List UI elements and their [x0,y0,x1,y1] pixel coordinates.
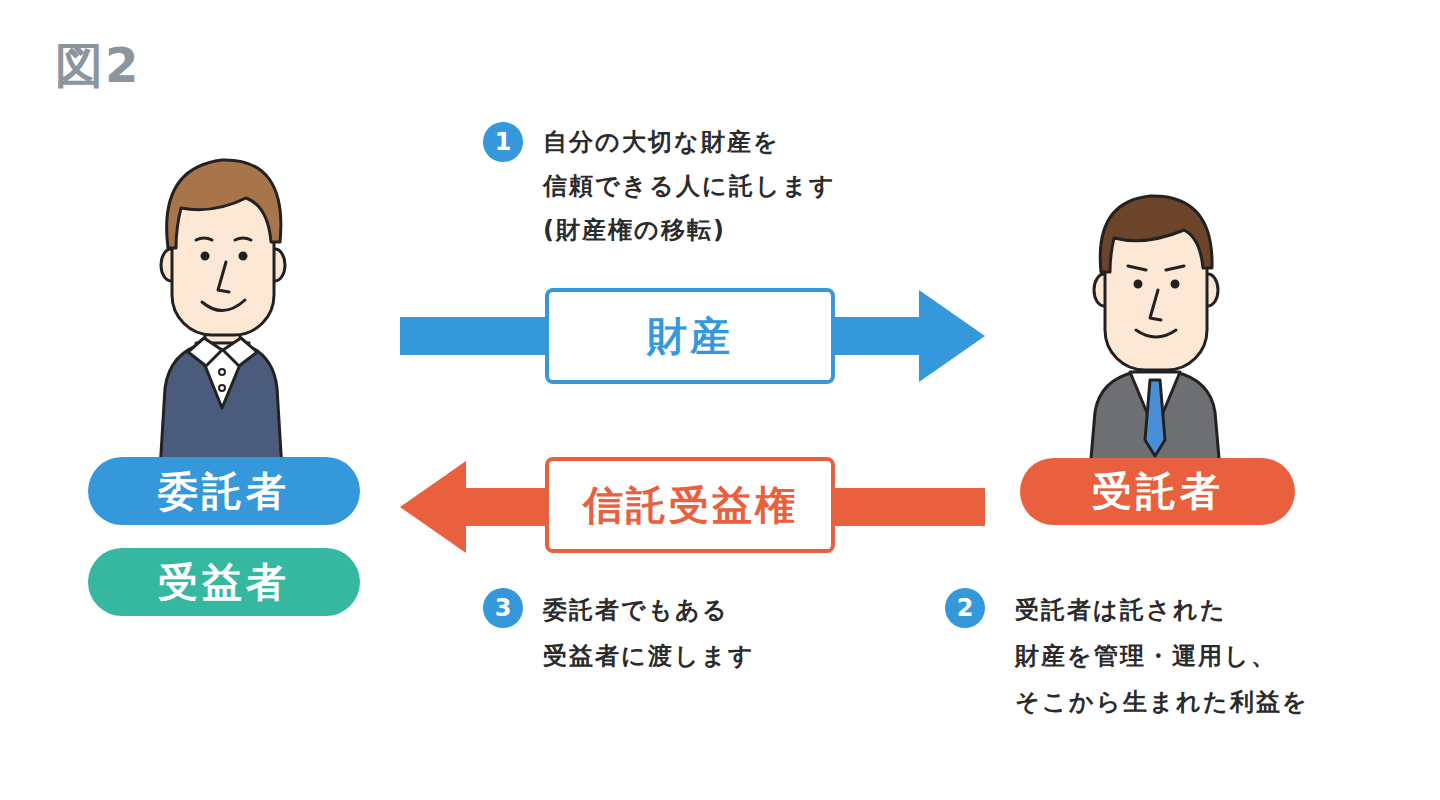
suit-body [1090,372,1220,470]
figure-title: 図2 [55,34,140,98]
vest-body [160,343,282,470]
nose [218,262,229,292]
flow-arrow [400,461,545,553]
hair [167,160,281,248]
tie [1145,380,1165,456]
eye [1172,281,1178,287]
eye [1135,281,1141,287]
eyebrow [1128,266,1146,270]
property-box: 財産 [545,288,835,384]
eyebrow [1166,266,1184,270]
callout-number: 3 [483,588,523,628]
eye [240,253,246,259]
node-text: 受益者 [158,555,290,610]
button [219,385,225,391]
beneficial-right-box: 信託受益権 [545,457,835,553]
mouth [1136,330,1176,337]
eyebrow [196,238,212,240]
callout-number: 1 [483,122,523,162]
arrow-shaft [835,488,985,526]
button [219,369,225,375]
beneficiary-pill: 受益者 [88,548,360,616]
callout-digit: 2 [957,594,974,622]
flow-arrow [835,290,985,382]
arrow-shaft [400,317,545,355]
arrow-head [400,461,466,553]
node-text: 信託受益権 [583,478,798,533]
trustee-person-illustration [1090,196,1220,470]
callout-number: 2 [945,588,985,628]
settlor-node: 委託者 [80,150,400,530]
eyebrow [235,238,251,240]
collar-right [223,338,257,366]
flow-arrow [835,507,985,508]
callout-digit: 3 [495,594,512,622]
role-label: 委託者 [88,457,360,525]
callout-text: 委託者でもある 受益者に渡します [543,587,873,679]
flow-arrow [400,336,545,337]
arrow-head [919,290,985,382]
mouth [202,300,245,311]
trustee-node: 受託者 [985,200,1330,530]
hair [1100,196,1212,272]
callout-text: 受託者は託された 財産を管理・運用し、 そこから生まれた利益を [1015,587,1345,725]
nose [1150,290,1161,320]
arrow-shaft [835,317,921,355]
eye [202,253,208,259]
callout-digit: 1 [495,128,512,156]
arrow-shaft [464,488,545,526]
settlor-person-illustration [160,160,285,470]
role-label: 受託者 [1020,458,1295,525]
node-text: 財産 [647,309,733,364]
callout-text: 自分の大切な財産を 信頼できる人に託します (財産権の移転) [543,120,903,252]
collar-left [188,338,222,366]
